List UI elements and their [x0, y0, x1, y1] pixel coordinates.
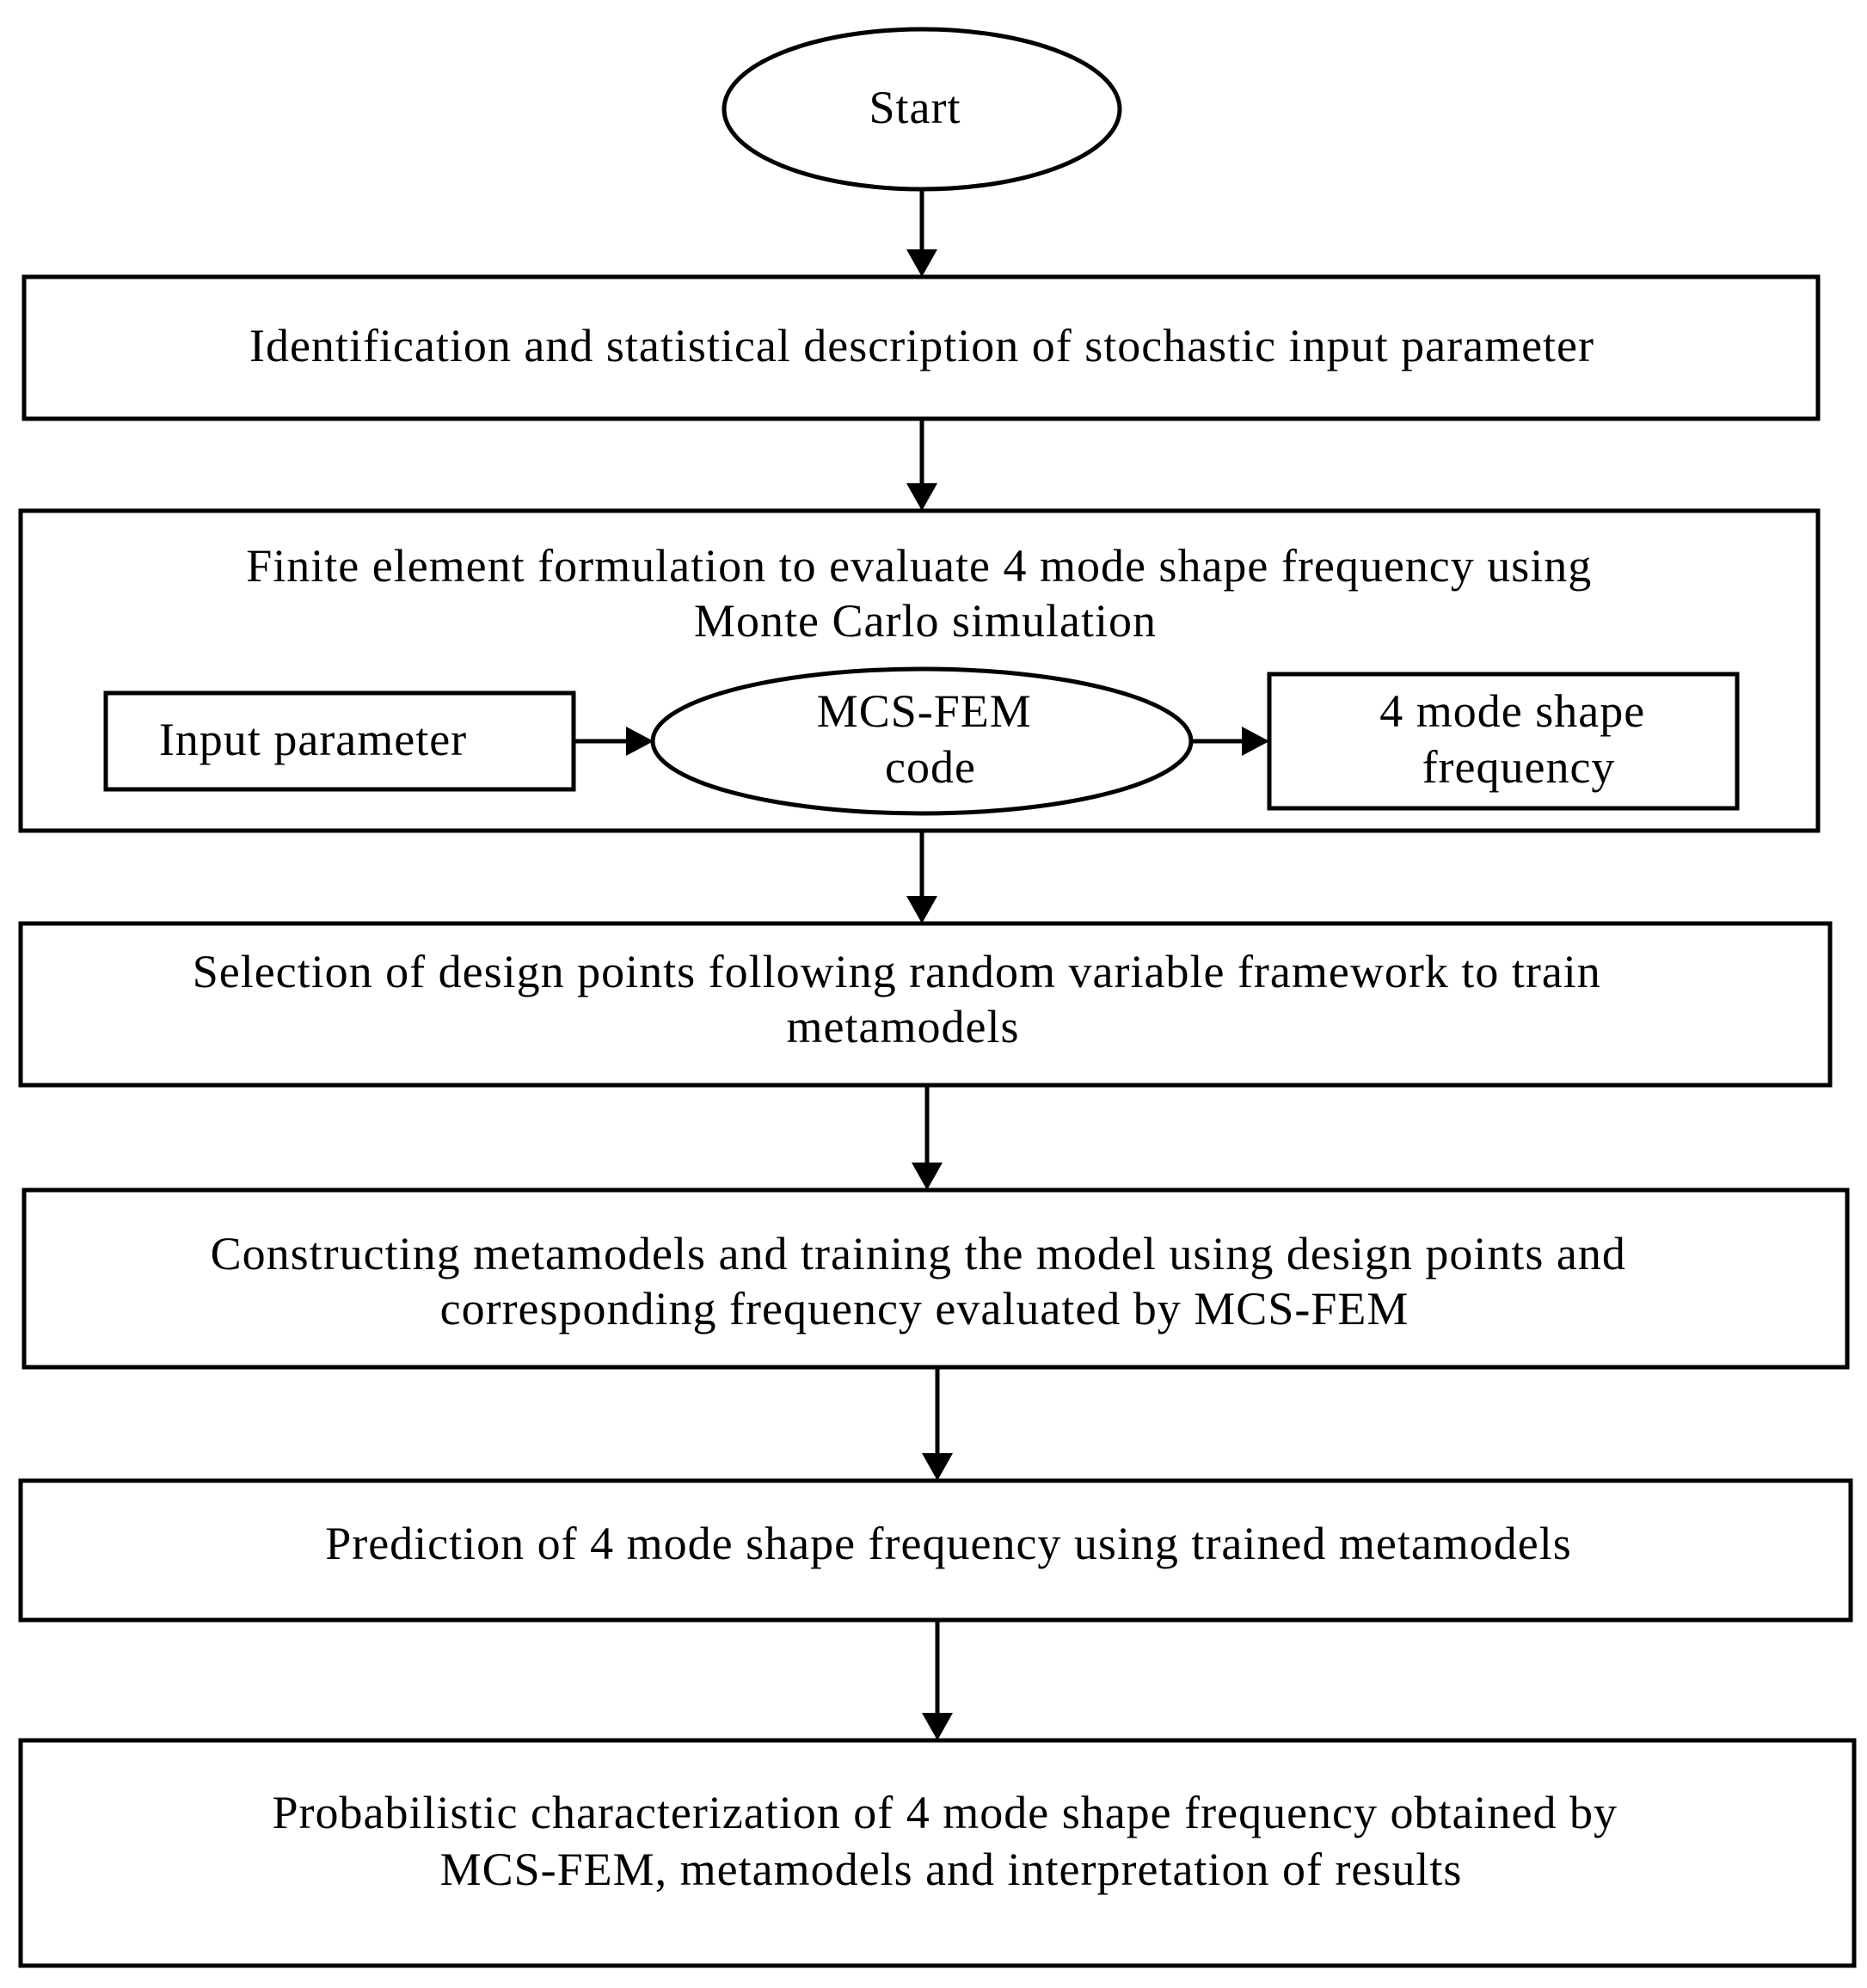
input-parameter-node: Input parameter — [103, 690, 576, 792]
arrow-mcs-to-frequency — [1191, 727, 1269, 756]
mcs-fem-label: MCS-FEM code — [817, 685, 1045, 793]
step-prediction: Prediction of 4 mode shape frequency usi… — [18, 1478, 1853, 1623]
mode-frequency-node: 4 mode shape frequency — [1267, 672, 1740, 811]
mcs-fem-node: MCS-FEM code — [650, 666, 1194, 816]
step-selection-label: Selection of design points following ran… — [193, 946, 1614, 1052]
step-constructing-label: Constructing metamodels and training the… — [211, 1228, 1639, 1335]
arrow-step1-to-step2 — [906, 419, 937, 511]
start-node: Start — [722, 27, 1122, 192]
step-selection: Selection of design points following ran… — [18, 921, 1833, 1088]
step-finite-element-label: Finite element formulation to evaluate 4… — [246, 540, 1605, 647]
step-probabilistic: Probabilistic characterization of 4 mode… — [18, 1738, 1857, 1968]
arrow-start-to-step1 — [906, 189, 937, 277]
step-probabilistic-label: Probabilistic characterization of 4 mode… — [273, 1787, 1631, 1895]
arrow-step2-to-step3 — [906, 831, 937, 923]
step-constructing: Constructing metamodels and training the… — [21, 1187, 1850, 1370]
arrow-step4-to-step5 — [922, 1367, 953, 1481]
arrow-step3-to-step4 — [912, 1085, 943, 1190]
input-parameter-label: Input parameter — [159, 714, 467, 765]
mode-frequency-label: 4 mode shape frequency — [1379, 685, 1657, 793]
step-prediction-label: Prediction of 4 mode shape frequency usi… — [325, 1518, 1572, 1569]
step-identification-label: Identification and statistical descripti… — [249, 320, 1594, 371]
arrow-input-to-mcs — [574, 727, 654, 756]
step-identification: Identification and statistical descripti… — [21, 274, 1821, 421]
arrow-step5-to-step6 — [922, 1620, 953, 1740]
start-label: Start — [869, 82, 961, 133]
